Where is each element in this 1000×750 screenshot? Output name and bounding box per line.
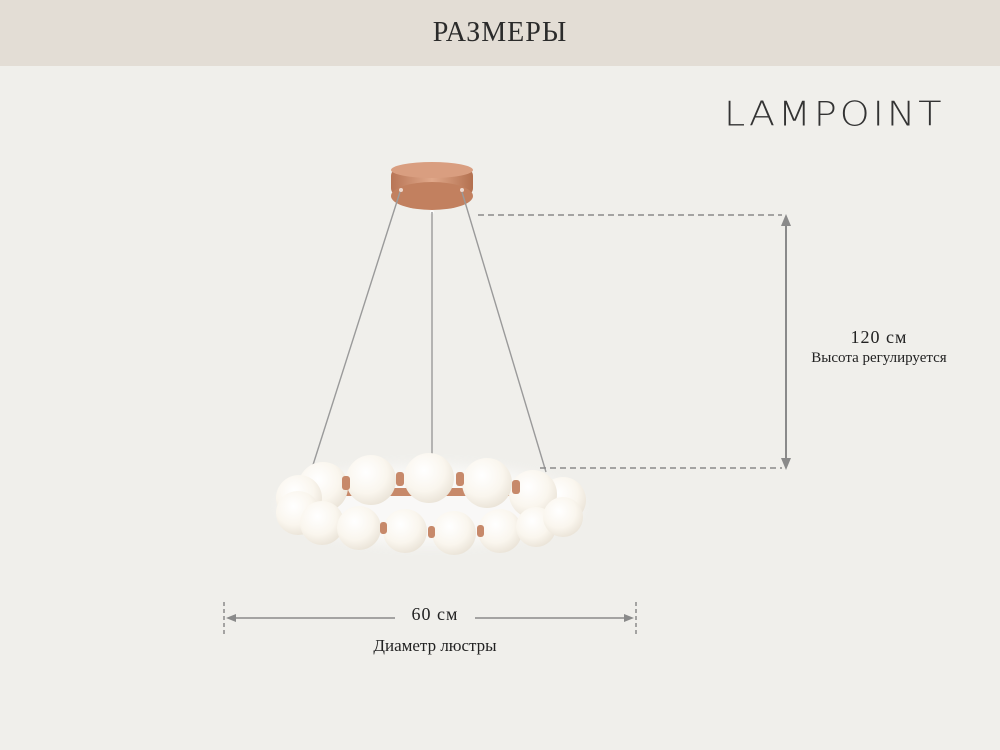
height-dimension-line	[478, 214, 791, 470]
ceiling-canopy	[391, 162, 473, 214]
width-note: Диаметр люстры	[373, 636, 497, 655]
height-value: 120 см	[850, 327, 908, 347]
height-dimension-label: 120 см Высота регулируется	[788, 327, 970, 367]
header-bar: РАЗМЕРЫ	[0, 0, 1000, 66]
page-title: РАЗМЕРЫ	[432, 17, 568, 48]
width-value: 60 см	[395, 604, 475, 625]
suspension-cables	[311, 191, 547, 473]
globe-ring	[276, 453, 586, 555]
brand-logo: LAMPOINT	[724, 94, 945, 134]
height-note: Высота регулируется	[811, 350, 947, 366]
